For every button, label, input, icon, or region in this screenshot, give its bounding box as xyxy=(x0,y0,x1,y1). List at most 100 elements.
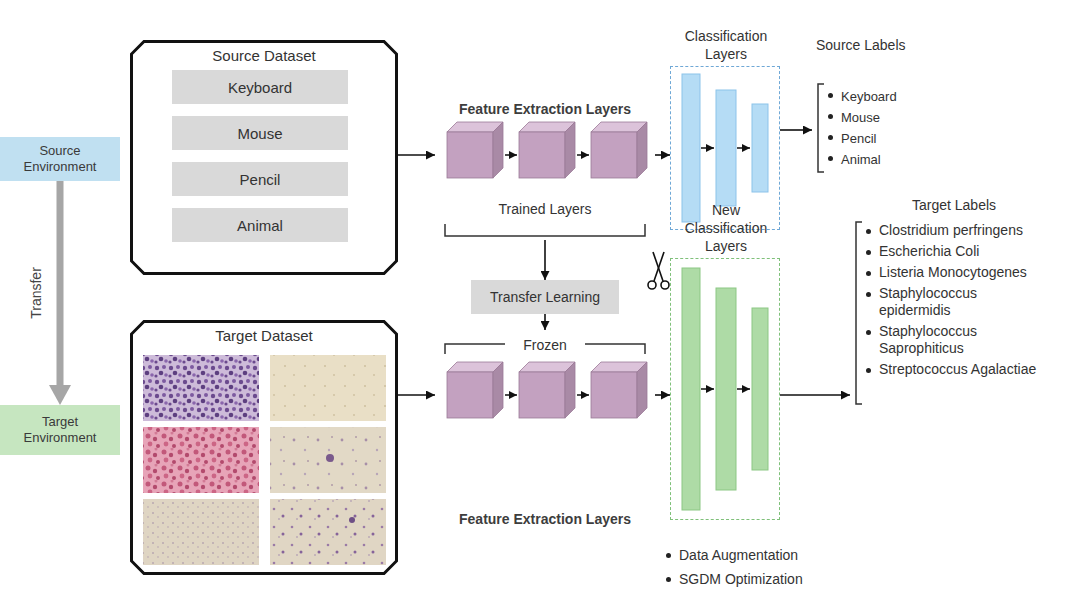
text-holder: Clostridium perfringensEscherichia ColiL… xyxy=(866,222,1066,382)
micrograph xyxy=(143,427,259,493)
label-list: Target LabelsClostridium perfringensEsch… xyxy=(850,192,1072,410)
bullet-dot xyxy=(866,229,871,234)
flow-arrow xyxy=(701,147,714,149)
micrograph xyxy=(270,355,386,421)
list-item: Escherichia Coli xyxy=(866,243,1066,260)
text-holder: Target Labels xyxy=(912,196,996,214)
dense-layer xyxy=(752,104,768,192)
list-text: Pencil xyxy=(841,128,876,149)
feature-cubes xyxy=(447,362,647,418)
layer-group: Feature Extraction LayersTrained Layers xyxy=(435,100,655,240)
label-text: Transfer Learning xyxy=(490,289,600,305)
text-holder: Data Augmentation xyxy=(666,546,798,564)
flow-arrow xyxy=(701,388,714,390)
micrograph xyxy=(143,499,259,565)
classifier-box: New Classification Layers xyxy=(670,258,780,520)
flow-connector xyxy=(544,240,546,280)
text-holder: KeyboardMousePencilAnimal xyxy=(828,86,938,170)
flow-connector xyxy=(398,154,435,156)
transfer-arrow xyxy=(57,181,64,389)
label-text: Frozen xyxy=(523,337,567,353)
dense-layer xyxy=(716,90,736,206)
list-text: Mouse xyxy=(841,107,880,128)
label-text: Pencil xyxy=(240,171,281,188)
text-holder: New Classification Layers xyxy=(676,201,776,255)
dense-layer xyxy=(682,268,700,510)
micrograph xyxy=(270,499,386,565)
classifier-bars xyxy=(682,268,768,510)
flow-arrow xyxy=(737,388,750,390)
bullet-dot xyxy=(866,330,871,335)
bullet-dot xyxy=(828,93,833,98)
bullet-dot xyxy=(866,292,871,297)
list-text: Listeria Monocytogenes xyxy=(879,264,1027,281)
dataset-box: Target Dataset xyxy=(130,320,398,575)
bullet-dot xyxy=(866,250,871,255)
text-holder: Source Labels xyxy=(816,36,906,54)
label-text: Keyboard xyxy=(228,79,292,96)
class-box: Keyboard xyxy=(172,70,348,104)
bracket xyxy=(445,224,645,236)
class-box: Pencil xyxy=(172,162,348,196)
list-item: Clostridium perfringens xyxy=(866,222,1066,239)
flow-arrow xyxy=(737,147,750,149)
environment-box: Source Environment xyxy=(0,137,120,181)
list-heading: Source Labels xyxy=(816,37,906,53)
flow-connector xyxy=(780,394,850,396)
flow-connector xyxy=(655,394,670,396)
group-heading: New Classification Layers xyxy=(685,202,767,254)
list-bracket xyxy=(818,84,824,172)
flow-connector xyxy=(780,129,812,131)
label-text: Trained Layers xyxy=(499,201,592,217)
text-holder: Transfer xyxy=(27,267,45,319)
cell-cluster xyxy=(349,517,355,523)
layer-cube xyxy=(591,122,647,178)
bullet-dot xyxy=(828,156,833,161)
flow-arrow xyxy=(577,154,589,156)
label-text: Source Environment xyxy=(14,143,106,175)
bullet-dot xyxy=(866,368,871,373)
list-item: Staphylococcus epidermidis xyxy=(866,285,1066,319)
group-heading: Feature Extraction Layers xyxy=(459,101,631,117)
layer-group: FrozenFeature Extraction Layers xyxy=(435,330,655,530)
group-heading: Classification Layers xyxy=(685,28,767,62)
layer-cube xyxy=(591,362,647,418)
list-text: Streptococcus Agalactiae xyxy=(879,361,1036,378)
micrograph xyxy=(270,427,386,493)
micrograph xyxy=(143,355,259,421)
bullet-dot xyxy=(828,135,833,140)
flow-arrow xyxy=(505,154,517,156)
dense-layer xyxy=(682,74,700,222)
list-heading: Target Labels xyxy=(912,197,996,213)
bullet-dot xyxy=(866,271,871,276)
cell-cluster xyxy=(326,454,334,462)
text-holder: SGDM Optimization xyxy=(666,570,803,588)
text-holder: Feature Extraction Layers xyxy=(435,510,655,528)
list-item: Listeria Monocytogenes xyxy=(866,264,1066,281)
layer-cube xyxy=(447,122,503,178)
list-text: Animal xyxy=(841,149,881,170)
dataset-title: Source Dataset xyxy=(212,47,315,64)
edge-label: Transfer xyxy=(28,267,44,319)
class-box: Mouse xyxy=(172,116,348,150)
bullet-dot xyxy=(666,577,671,582)
list-text: Staphylococcus epidermidis xyxy=(879,285,1049,319)
text-holder: Source Dataset xyxy=(130,47,398,65)
layer-cube xyxy=(447,362,503,418)
layer-cube xyxy=(519,122,575,178)
label-text: Animal xyxy=(237,217,283,234)
list-item: Streptococcus Agalactiae xyxy=(866,361,1066,378)
layer-cube xyxy=(519,362,575,418)
text-holder: Target Dataset xyxy=(130,327,398,345)
text-holder: Frozen xyxy=(435,336,655,354)
feature-cubes xyxy=(447,122,647,178)
group-heading: Feature Extraction Layers xyxy=(459,511,631,527)
list-bracket xyxy=(856,222,862,404)
process-box: Transfer Learning xyxy=(471,280,619,314)
bullet-dot xyxy=(828,114,833,119)
list-item: Animal xyxy=(828,149,938,170)
text-holder: Classification Layers xyxy=(676,27,776,63)
list-item: Keyboard xyxy=(828,86,938,107)
note-text: Data Augmentation xyxy=(679,546,798,564)
label-text: Target Environment xyxy=(14,414,106,446)
